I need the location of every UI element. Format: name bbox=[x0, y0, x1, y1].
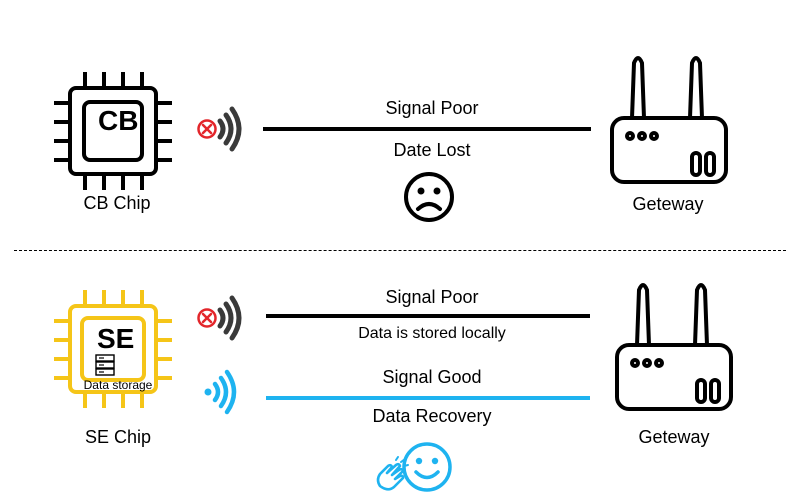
cb-chip-text: CB bbox=[98, 105, 139, 136]
sad-face-icon bbox=[404, 172, 454, 222]
poor-signal-line bbox=[266, 314, 590, 318]
top-gateway-label: Geteway bbox=[632, 194, 704, 214]
wireless-good-icon bbox=[204, 369, 237, 415]
signal-poor-label: Signal Poor bbox=[385, 98, 479, 118]
data-storage-label: Data storage bbox=[83, 378, 153, 392]
happy-face-icon bbox=[402, 442, 452, 492]
stored-locally-label: Data is stored locally bbox=[358, 325, 506, 342]
database-icon bbox=[95, 354, 115, 376]
bottom-gateway-label: Geteway bbox=[638, 427, 710, 447]
wireless-off-icon bbox=[197, 106, 242, 152]
cb-chip-label: CB Chip bbox=[83, 193, 151, 213]
cb-chip-icon bbox=[54, 72, 172, 190]
section-divider bbox=[14, 250, 786, 251]
signal-good-label: Signal Good bbox=[382, 367, 482, 387]
signal-poor-label: Signal Poor bbox=[385, 287, 479, 307]
good-signal-line bbox=[266, 396, 590, 400]
router-icon bbox=[615, 283, 733, 411]
data-recovery-label: Data Recovery bbox=[372, 406, 492, 426]
wireless-off-icon bbox=[197, 295, 242, 341]
data-lost-label: Date Lost bbox=[393, 140, 471, 160]
se-chip-text: SE bbox=[97, 323, 135, 354]
poor-signal-line bbox=[263, 127, 591, 131]
router-icon bbox=[610, 56, 728, 184]
se-chip-label: SE Chip bbox=[84, 427, 152, 447]
